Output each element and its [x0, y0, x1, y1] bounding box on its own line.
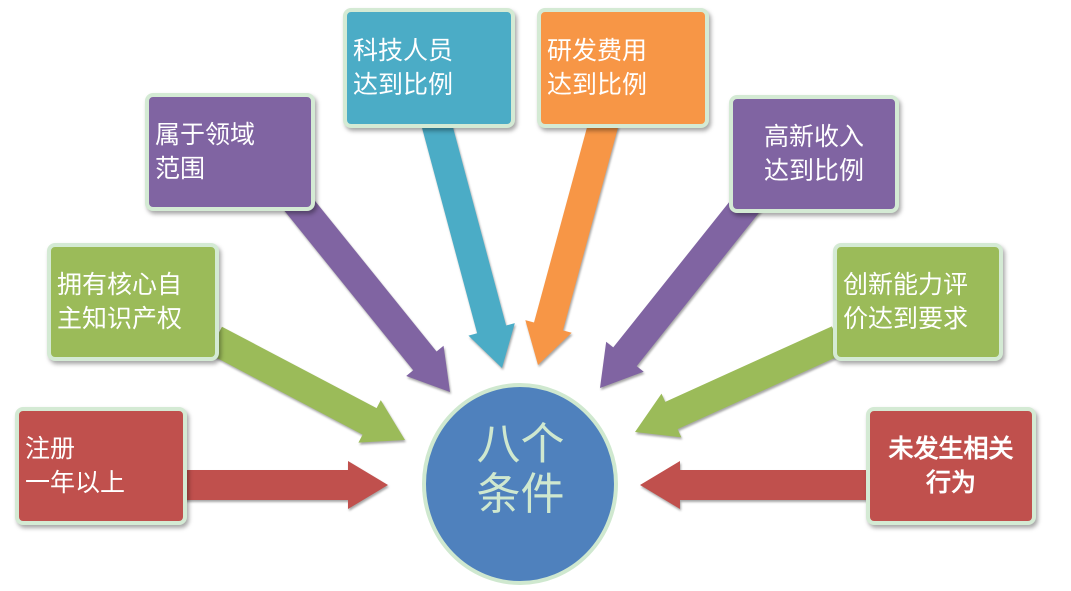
condition-box-innovation: 创新能力评 价达到要求: [833, 243, 1003, 361]
box-text: 研发费用: [547, 36, 648, 65]
arrow-6: [600, 190, 762, 388]
box-text: 价达到要求: [843, 304, 969, 333]
condition-box-registration: 注册 一年以上: [15, 407, 187, 525]
box-text: 注册: [25, 434, 76, 463]
condition-box-field: 属于领域 范围: [145, 93, 315, 211]
box-text: 范围: [155, 154, 206, 183]
box-text: 达到比例: [547, 70, 648, 99]
box-text: 拥有核心自: [57, 270, 183, 299]
condition-box-income: 高新收入 达到比例: [729, 95, 899, 213]
box-text: 达到比例: [353, 70, 454, 99]
box-text: 创新能力评: [843, 270, 969, 299]
box-text: 科技人员: [353, 36, 454, 65]
arrow-8: [640, 461, 872, 509]
box-text: 主知识产权: [57, 304, 183, 333]
box-text: 未发生相关: [888, 434, 1014, 463]
arrow-7: [635, 326, 845, 438]
center-line-1: 八个: [476, 419, 565, 470]
box-text: 属于领域: [155, 120, 256, 149]
center-line-2: 条件: [476, 469, 565, 520]
condition-box-staff: 科技人员 达到比例: [343, 8, 515, 128]
condition-box-ip: 拥有核心自 主知识产权: [47, 243, 219, 361]
condition-box-rd: 研发费用 达到比例: [537, 8, 709, 128]
box-text: 一年以上: [25, 468, 126, 497]
arrow-4: [421, 118, 515, 369]
box-text: 高新收入: [763, 122, 864, 151]
arrow-1: [180, 461, 388, 509]
arrow-2: [208, 326, 405, 443]
box-text: 达到比例: [763, 156, 864, 185]
center-circle: [422, 383, 618, 585]
arrow-5: [525, 118, 619, 365]
arrow-3: [283, 190, 450, 392]
box-text: 行为: [925, 468, 976, 497]
condition-box-no-violation: 未发生相关 行为: [866, 407, 1036, 525]
center-label: 八个 条件: [424, 420, 617, 520]
